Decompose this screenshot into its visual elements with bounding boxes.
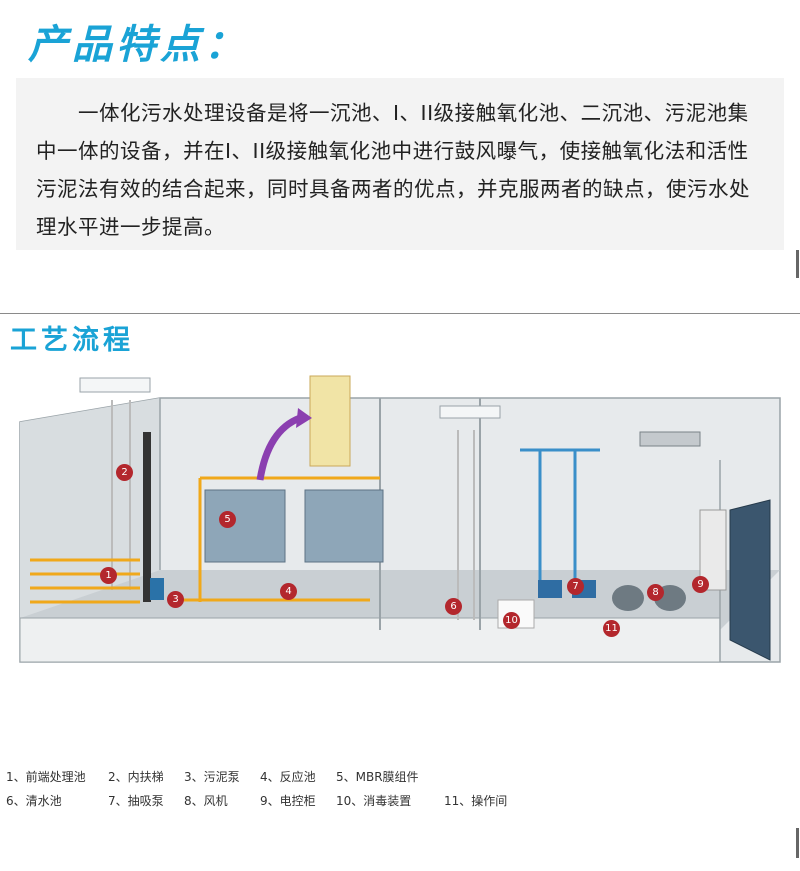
marker-7: 7 [567, 578, 584, 595]
legend-item: 5、MBR膜组件 [336, 770, 419, 784]
legend-item: 6、清水池 [6, 794, 62, 808]
scroll-edge [796, 828, 799, 858]
marker-1: 1 [100, 567, 117, 584]
legend-item: 7、抽吸泵 [108, 794, 164, 808]
marker-11: 11 [603, 620, 620, 637]
section-divider [0, 313, 800, 314]
scroll-edge [796, 250, 799, 278]
legend-item: 2、内扶梯 [108, 770, 164, 784]
marker-6: 6 [445, 598, 462, 615]
marker-8: 8 [647, 584, 664, 601]
legend-item: 10、消毒装置 [336, 794, 412, 808]
legend-item: 4、反应池 [260, 770, 316, 784]
marker-3: 3 [167, 591, 184, 608]
marker-5: 5 [219, 511, 236, 528]
legend-item: 1、前端处理池 [6, 770, 86, 784]
section-title-process: 工艺流程 [10, 325, 134, 356]
legend-item: 8、风机 [184, 794, 228, 808]
marker-4: 4 [280, 583, 297, 600]
marker-10: 10 [503, 612, 520, 629]
process-diagram [19, 375, 781, 663]
legend-item: 3、污泥泵 [184, 770, 240, 784]
page-title: 产品特点： [28, 21, 248, 68]
legend-item: 9、电控柜 [260, 794, 316, 808]
intro-paragraph: 一体化污水处理设备是将一沉池、I、II级接触氧化池、二沉池、污泥池集中一体的设备… [36, 101, 750, 239]
marker-2: 2 [116, 464, 133, 481]
marker-9: 9 [692, 576, 709, 593]
legend-item: 11、操作间 [444, 794, 508, 808]
intro-box [16, 78, 784, 250]
